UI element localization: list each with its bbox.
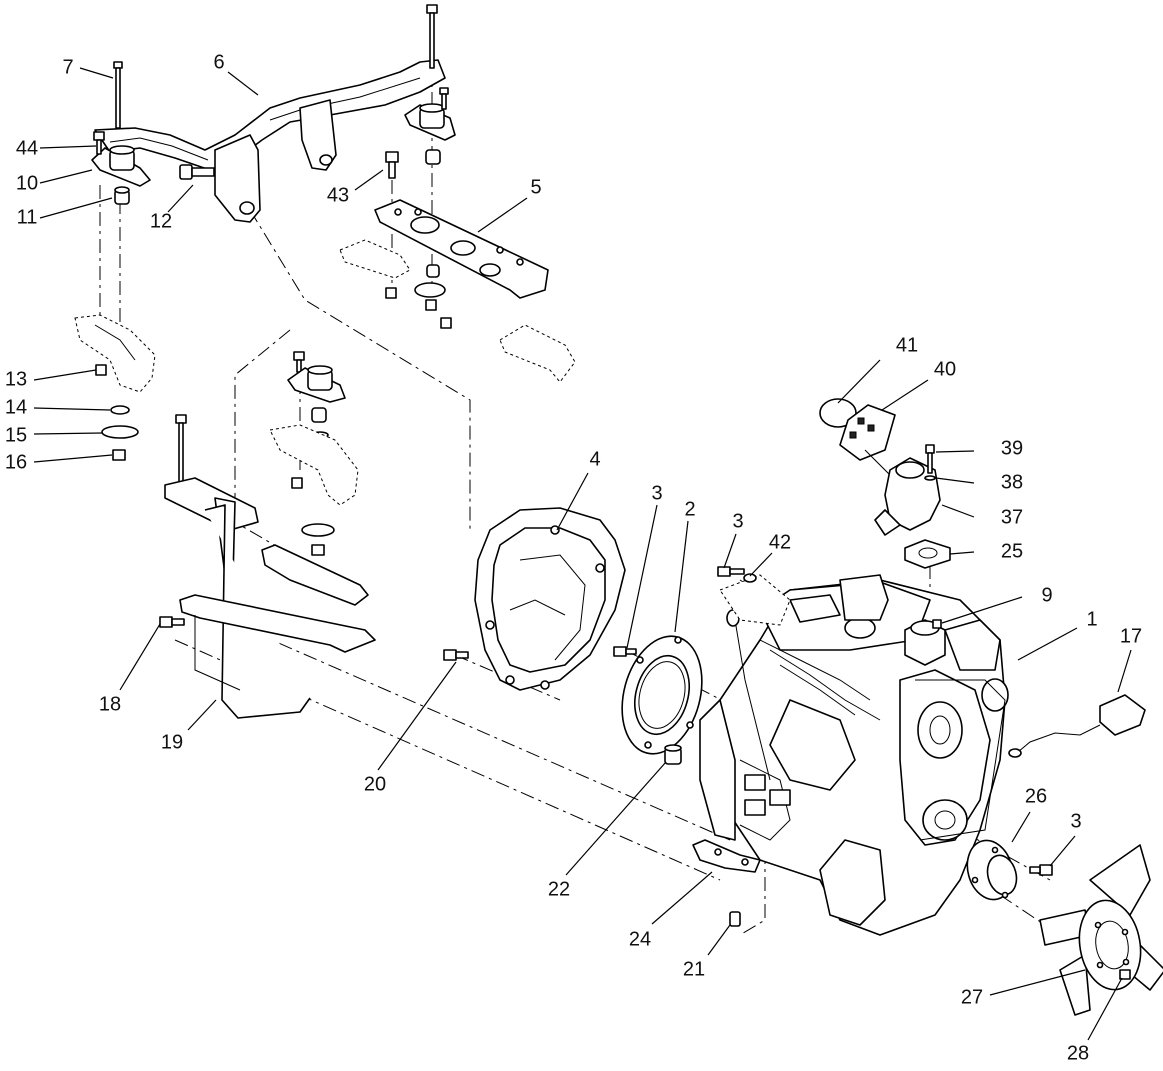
callout-41: 41 xyxy=(896,334,918,356)
callout-13: 13 xyxy=(5,368,27,390)
engine-mount-crossmember xyxy=(94,59,446,223)
callout-12: 12 xyxy=(150,210,172,232)
fan-hub-26 xyxy=(966,839,1053,901)
callout-5: 5 xyxy=(530,176,541,198)
bracket-24 xyxy=(692,839,761,873)
callout-15: 15 xyxy=(5,424,27,446)
bolt-20 xyxy=(443,649,469,661)
engine-assembly xyxy=(699,574,1009,936)
flex-coupling-plate xyxy=(613,635,703,755)
callout-3-exhaust-bolt: 3 xyxy=(732,510,743,532)
callout-18: 18 xyxy=(99,693,121,715)
callout-4: 4 xyxy=(589,448,600,470)
callout-22: 22 xyxy=(548,878,570,900)
bolt-43 xyxy=(385,151,399,179)
callout-28: 28 xyxy=(1067,1042,1089,1064)
callout-25: 25 xyxy=(1001,540,1023,562)
callout-17: 17 xyxy=(1120,625,1142,647)
left-mount-hardware xyxy=(74,314,156,461)
callout-21: 21 xyxy=(683,958,705,980)
callout-37: 37 xyxy=(1001,506,1023,528)
callout-42: 42 xyxy=(769,531,791,553)
callout-1: 1 xyxy=(1086,608,1097,630)
callout-11: 11 xyxy=(17,206,38,228)
callout-16: 16 xyxy=(5,451,27,473)
left-engine-mount xyxy=(91,61,151,205)
right-engine-mount xyxy=(404,4,456,165)
callout-44: 44 xyxy=(16,137,38,159)
bolt-12 xyxy=(179,164,215,180)
callout-24: 24 xyxy=(629,928,651,950)
thermostat-cover-assembly xyxy=(819,398,951,629)
leader-lines xyxy=(33,67,1132,1041)
callout-labels: 1 2 3 3 3 4 5 6 7 9 10 11 12 13 14 15 16… xyxy=(5,51,1142,1064)
callout-9: 9 xyxy=(1041,584,1052,606)
fitting-21 xyxy=(729,911,741,927)
center-mount-hardware xyxy=(269,351,359,556)
callout-2: 2 xyxy=(684,498,695,520)
callout-3-hub-bolt: 3 xyxy=(1070,810,1081,832)
flywheel-housing xyxy=(474,507,626,691)
callout-19: 19 xyxy=(161,731,183,753)
callout-20: 20 xyxy=(364,773,386,795)
callout-40: 40 xyxy=(934,358,956,380)
callout-26: 26 xyxy=(1025,785,1047,807)
callout-43: 43 xyxy=(327,184,349,206)
cooling-fan-27 xyxy=(1039,844,1163,1016)
callout-3-coupling-bolt: 3 xyxy=(651,482,662,504)
callout-39: 39 xyxy=(1001,437,1023,459)
engine-support-bracket xyxy=(159,414,376,719)
sensor-module-17 xyxy=(1008,694,1146,758)
callout-7: 7 xyxy=(62,56,73,78)
callout-10: 10 xyxy=(16,172,38,194)
callout-14: 14 xyxy=(5,396,27,418)
callout-38: 38 xyxy=(1001,471,1023,493)
callout-6: 6 xyxy=(213,51,224,73)
exhaust-bolts xyxy=(717,566,757,583)
drain-plug-22 xyxy=(664,744,682,765)
mounting-plate xyxy=(339,199,576,383)
callout-27: 27 xyxy=(961,986,983,1008)
